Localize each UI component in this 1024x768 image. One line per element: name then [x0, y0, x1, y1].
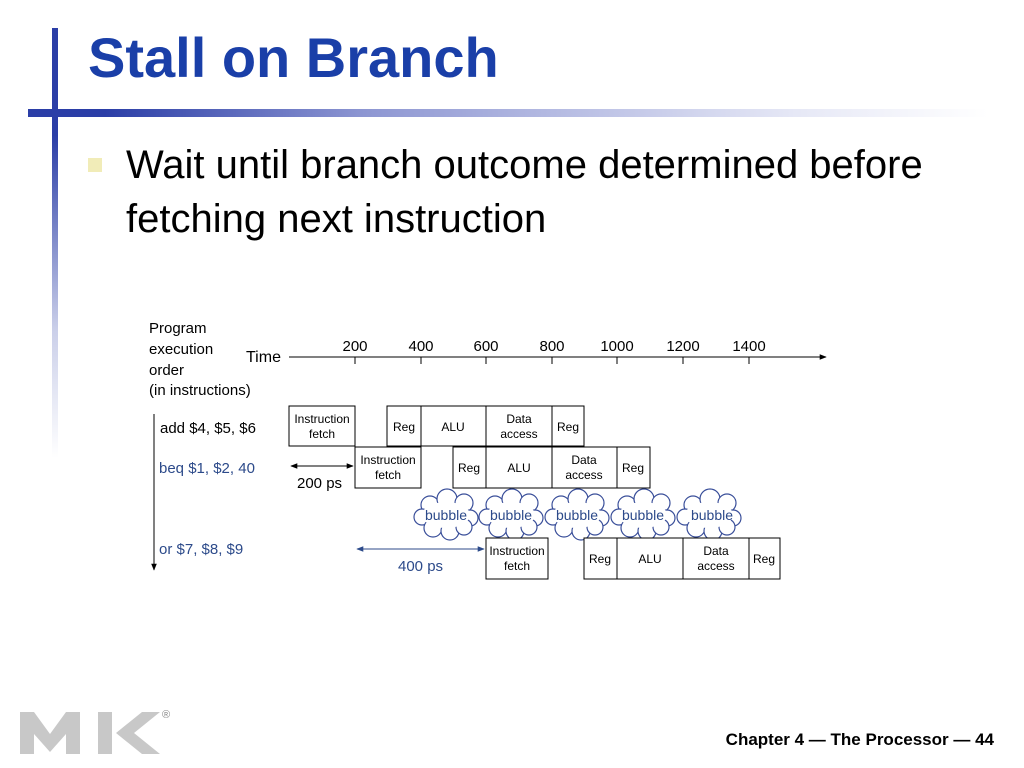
- mk-logo: ®: [20, 709, 170, 754]
- bullet-text: Wait until branch outcome determined bef…: [126, 143, 923, 241]
- title-underline-bar: [28, 109, 988, 117]
- bubble-2: [478, 488, 544, 541]
- svg-text:access: access: [500, 427, 537, 441]
- tick-labels: 200 400 600 800 1000 1200 1400: [342, 338, 765, 355]
- svg-text:fetch: fetch: [309, 427, 335, 441]
- pipeline-row-add: Instruction fetch Reg ALU Data access Re…: [288, 405, 585, 447]
- bubble-label: bubble: [490, 507, 532, 523]
- svg-text:Reg: Reg: [622, 461, 644, 475]
- bubble-label: bubble: [691, 507, 733, 523]
- program-order-label: Program execution order (in instructions…: [149, 320, 251, 399]
- tick-label: 800: [539, 338, 564, 355]
- accent-vertical-bar: [52, 28, 58, 458]
- bubble-4: [610, 488, 676, 541]
- tick-label: 600: [473, 338, 498, 355]
- svg-text:Data: Data: [571, 453, 597, 467]
- bubble-labels: bubble bubble bubble bubble bubble: [425, 507, 733, 523]
- bubble-label: bubble: [425, 507, 467, 523]
- pipeline-row-or: Instruction fetch Reg ALU Data access Re…: [485, 537, 781, 580]
- svg-text:Reg: Reg: [557, 420, 579, 434]
- svg-text:Instruction: Instruction: [294, 412, 349, 426]
- instr-or: or $7, $8, $9: [159, 541, 243, 558]
- pipeline-row-beq: Instruction fetch Reg ALU Data access Re…: [354, 446, 651, 489]
- svg-text:fetch: fetch: [504, 559, 530, 573]
- svg-text:access: access: [697, 559, 734, 573]
- slide-footer: Chapter 4 — The Processor — 44: [725, 730, 994, 749]
- bubble-row: [413, 488, 742, 541]
- tick-label: 1400: [732, 338, 765, 355]
- tick-label: 400: [408, 338, 433, 355]
- instr-beq: beq $1, $2, 40: [159, 460, 255, 477]
- svg-text:Instruction: Instruction: [360, 453, 415, 467]
- svg-text:ALU: ALU: [441, 420, 464, 434]
- slide-title: Stall on Branch: [88, 26, 499, 89]
- svg-text:Instruction: Instruction: [489, 544, 544, 558]
- tick-label: 1000: [600, 338, 633, 355]
- delay-400-label: 400 ps: [398, 558, 443, 575]
- instr-add: add $4, $5, $6: [160, 420, 256, 437]
- svg-text:Reg: Reg: [753, 552, 775, 566]
- svg-text:Data: Data: [506, 412, 532, 426]
- time-label: Time: [246, 349, 281, 366]
- bubble-1: [413, 488, 479, 541]
- bubble-label: bubble: [622, 507, 664, 523]
- bubble-5: [676, 488, 742, 541]
- svg-text:ALU: ALU: [638, 552, 661, 566]
- bubble-label: bubble: [556, 507, 598, 523]
- svg-text:fetch: fetch: [375, 468, 401, 482]
- svg-text:Data: Data: [703, 544, 729, 558]
- registered-mark: ®: [162, 709, 170, 721]
- time-ticks: [354, 357, 750, 364]
- tick-label: 200: [342, 338, 367, 355]
- bubble-3: [544, 488, 610, 541]
- bullet-marker: [88, 158, 102, 172]
- svg-text:access: access: [565, 468, 602, 482]
- svg-text:Reg: Reg: [589, 552, 611, 566]
- delay-200-label: 200 ps: [297, 475, 342, 492]
- svg-text:Reg: Reg: [458, 461, 480, 475]
- svg-text:Reg: Reg: [393, 420, 415, 434]
- svg-text:ALU: ALU: [507, 461, 530, 475]
- tick-label: 1200: [666, 338, 699, 355]
